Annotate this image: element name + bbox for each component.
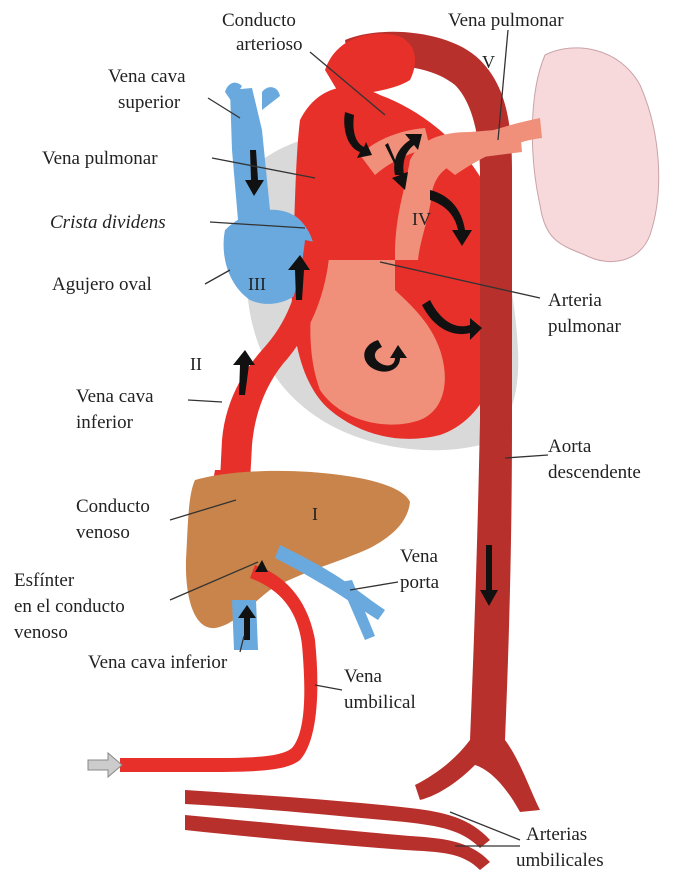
- label-vena-cava-inferior-upper-2: inferior: [76, 412, 134, 433]
- label-arterias-umbilicales-2: umbilicales: [516, 850, 604, 871]
- label-vena-cava-inferior-upper-1: Vena cava: [76, 386, 154, 407]
- marker-IV: IV: [412, 209, 431, 229]
- aortic-arch-top: [325, 34, 415, 95]
- label-arteria-pulmonar-2: pulmonar: [548, 316, 621, 337]
- label-aorta-descendente-1: Aorta: [548, 436, 592, 457]
- label-esfinter-1: Esfínter: [14, 570, 75, 591]
- leader-vena-porta: [350, 582, 398, 590]
- label-aorta-descendente-2: descendente: [548, 462, 641, 483]
- label-vena-cava-superior-1: Vena cava: [108, 66, 186, 87]
- leader-vena-umbilical: [315, 685, 342, 690]
- marker-III: III: [248, 274, 266, 294]
- label-arteria-pulmonar-1: Arteria: [548, 290, 602, 311]
- label-esfinter-2: en el conducto: [14, 596, 125, 617]
- svc-branch-2: [262, 87, 280, 110]
- label-esfinter-3: venoso: [14, 622, 68, 643]
- marker-II: II: [190, 354, 202, 374]
- label-conducto-venoso-1: Conducto: [76, 496, 150, 517]
- label-vena-porta-1: Vena: [400, 546, 439, 567]
- label-vena-pulmonar-top: Vena pulmonar: [448, 10, 564, 31]
- marker-V: V: [482, 52, 495, 72]
- label-crista-dividens: Crista dividens: [50, 212, 166, 233]
- label-vena-porta-2: porta: [400, 572, 440, 593]
- label-agujero-oval: Agujero oval: [52, 274, 152, 295]
- label-vena-cava-superior-2: superior: [118, 92, 181, 113]
- label-vena-umbilical-2: umbilical: [344, 692, 416, 713]
- label-conducto-venoso-2: venoso: [76, 522, 130, 543]
- lung: [532, 48, 658, 262]
- umbilical-entry-arrow: [88, 753, 122, 777]
- label-vena-pulmonar-left: Vena pulmonar: [42, 148, 158, 169]
- leader-vena-cava-inferior: [188, 400, 222, 402]
- leader-agujero-oval: [205, 270, 230, 284]
- label-vena-cava-inferior-lower: Vena cava inferior: [88, 652, 228, 673]
- label-arterias-umbilicales-1: Arterias: [526, 824, 587, 845]
- label-conducto-arterioso-1: Conducto: [222, 10, 296, 31]
- label-vena-umbilical-1: Vena: [344, 666, 383, 687]
- marker-I: I: [312, 504, 318, 524]
- label-conducto-arterioso-2: arterioso: [236, 34, 302, 55]
